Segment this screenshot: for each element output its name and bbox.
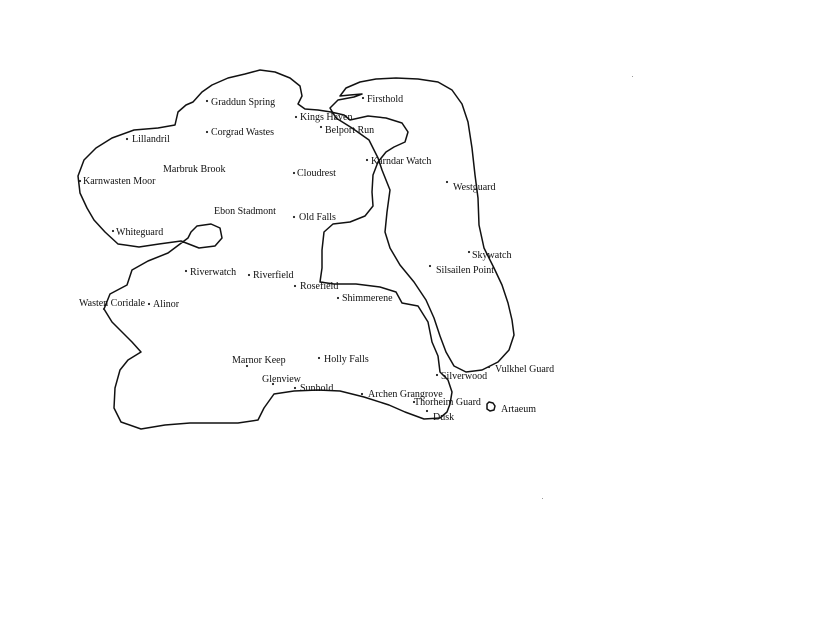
silverwood-marker[interactable] <box>435 373 439 377</box>
whiteguard-label[interactable]: Whiteguard <box>116 227 163 238</box>
ebon-stadmont-label[interactable]: Ebon Stadmont <box>214 206 276 217</box>
holly-falls-marker[interactable] <box>317 356 321 360</box>
east-island-coastline <box>329 77 515 373</box>
firsthold-marker[interactable] <box>361 96 365 100</box>
marnor-keep-marker[interactable] <box>245 364 249 368</box>
vulkhel-guard-label[interactable]: Vulkhel Guard <box>495 364 554 375</box>
kings-haven-marker[interactable] <box>294 115 298 119</box>
marbruk-brook-label[interactable]: Marbruk Brook <box>163 164 226 175</box>
holly-falls-label[interactable]: Holly Falls <box>324 354 369 365</box>
place-labels: Graddun Spring Kings Haven Firsthold Lil… <box>79 94 554 423</box>
artaeum-label[interactable]: Artaeum <box>501 404 536 415</box>
dusk-marker[interactable] <box>425 409 429 413</box>
alinor-marker[interactable] <box>147 302 151 306</box>
corgrad-wastes-marker[interactable] <box>205 130 209 134</box>
skywatch-marker[interactable] <box>467 250 471 254</box>
belport-run-marker[interactable] <box>319 125 323 129</box>
shimmerene-label[interactable]: Shimmerene <box>342 293 393 304</box>
rosefield-marker[interactable] <box>293 284 297 288</box>
shimmerene-marker[interactable] <box>336 296 340 300</box>
archen-grangrove-label[interactable]: Archen Grangrove <box>368 389 443 400</box>
cloudrest-label[interactable]: Cloudrest <box>297 168 336 179</box>
sunhold-label[interactable]: Sunhold <box>300 383 333 394</box>
marnor-keep-label[interactable]: Marnor Keep <box>232 355 286 366</box>
graddun-spring-label[interactable]: Graddun Spring <box>211 97 275 108</box>
thorheim-guard-marker[interactable] <box>412 400 416 404</box>
artaeum-islet-coastline <box>486 401 496 412</box>
lillandril-label[interactable]: Lillandril <box>132 134 170 145</box>
west-island-coastline <box>77 69 453 430</box>
dusk-label[interactable]: Dusk <box>433 412 454 423</box>
lillandril-marker[interactable] <box>125 137 129 141</box>
rosefield-label[interactable]: Rosefield <box>300 281 338 292</box>
glenview-marker[interactable] <box>271 382 275 386</box>
corgrad-wastes-label[interactable]: Corgrad Wastes <box>211 127 274 138</box>
silverwood-label[interactable]: Silverwood <box>441 371 487 382</box>
vulkhel-guard-marker[interactable] <box>487 365 491 369</box>
riverwatch-marker[interactable] <box>184 269 188 273</box>
silsailen-point-label[interactable]: Silsailen Point <box>436 265 494 276</box>
archen-grangrove-marker[interactable] <box>360 392 364 396</box>
riverfield-label[interactable]: Riverfield <box>253 270 294 281</box>
karnwasten-moor-marker[interactable] <box>78 179 82 183</box>
firsthold-label[interactable]: Firsthold <box>367 94 403 105</box>
karndar-watch-label[interactable]: Karndar Watch <box>371 156 431 167</box>
silsailen-point-marker[interactable] <box>428 264 432 268</box>
skywatch-label[interactable]: Skywatch <box>472 250 511 261</box>
settlement-markers <box>78 96 491 413</box>
westguard-marker[interactable] <box>445 180 449 184</box>
glenview-label[interactable]: Glenview <box>262 374 302 385</box>
wasten-coridale-label[interactable]: Wasten Coridale <box>79 298 146 309</box>
scan-specks <box>542 76 633 499</box>
old-falls-marker[interactable] <box>292 215 296 219</box>
old-falls-label[interactable]: Old Falls <box>299 212 336 223</box>
riverwatch-label[interactable]: Riverwatch <box>190 267 236 278</box>
karnwasten-moor-label[interactable]: Karnwasten Moor <box>83 176 156 187</box>
wasten-coridale-marker[interactable] <box>102 307 106 311</box>
sunhold-marker[interactable] <box>293 386 297 390</box>
riverfield-marker[interactable] <box>247 273 251 277</box>
graddun-spring-marker[interactable] <box>205 99 209 103</box>
karndar-watch-marker[interactable] <box>365 158 369 162</box>
thorheim-guard-label[interactable]: Thorheim Guard <box>414 397 481 408</box>
cloudrest-marker[interactable] <box>292 171 296 175</box>
belport-run-label[interactable]: Belport Run <box>325 125 374 136</box>
kings-haven-label[interactable]: Kings Haven <box>300 112 353 123</box>
westguard-label[interactable]: Westguard <box>453 182 496 193</box>
whiteguard-marker[interactable] <box>111 229 115 233</box>
alinor-label[interactable]: Alinor <box>153 299 180 310</box>
